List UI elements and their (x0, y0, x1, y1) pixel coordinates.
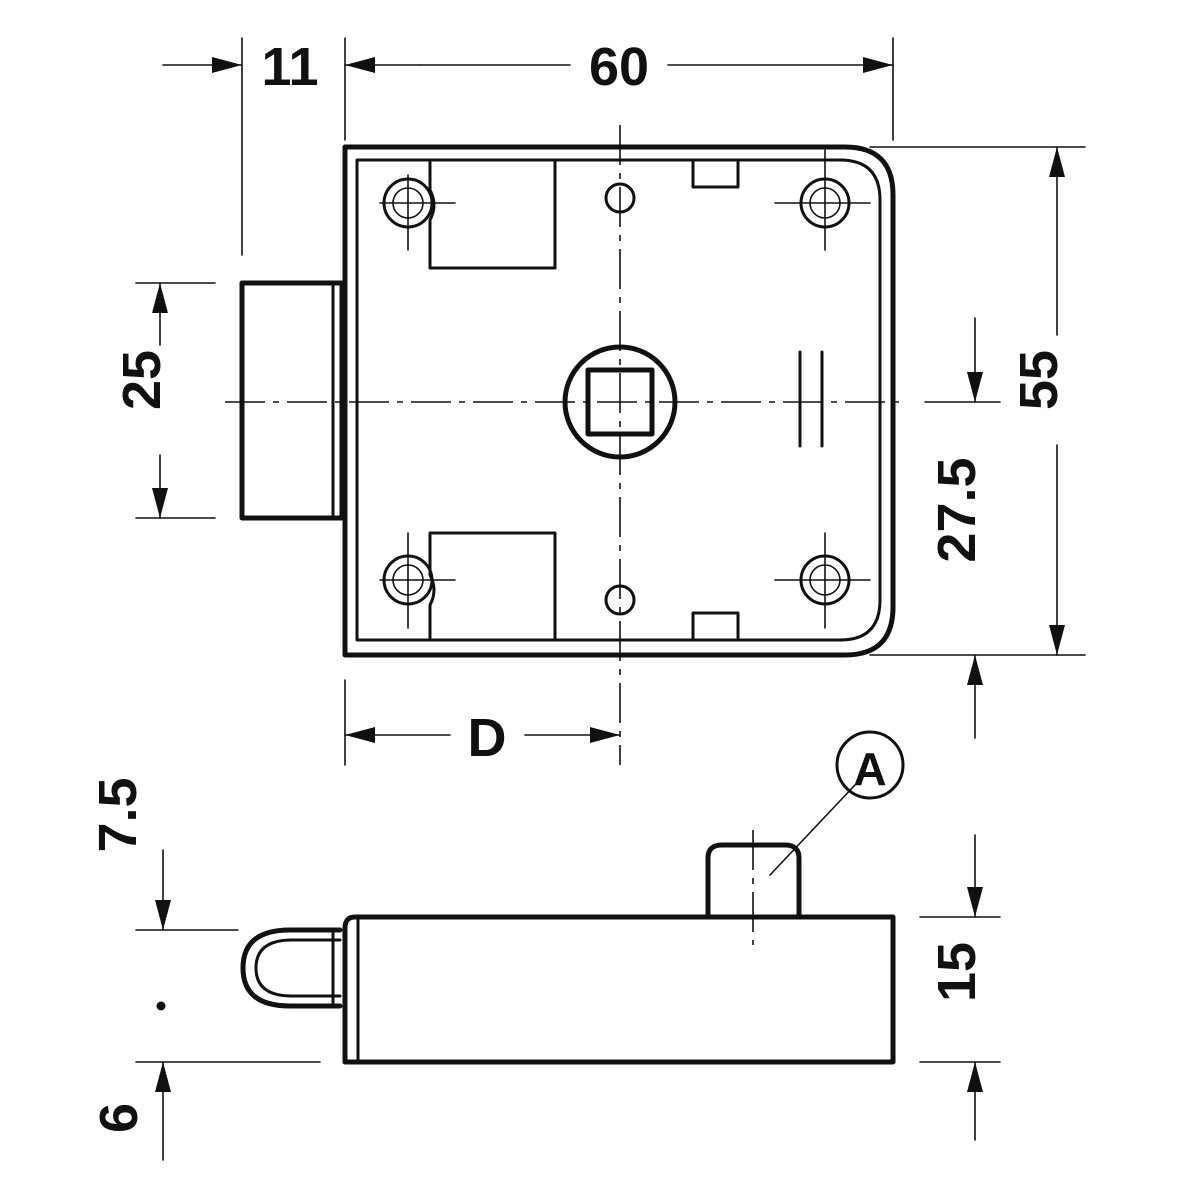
callout-label-A: A (853, 743, 886, 795)
bolt (239, 280, 345, 521)
lock-body-inner-outline (355, 158, 882, 642)
dimension-D: D (468, 708, 507, 768)
dimension-60: 60 (589, 37, 649, 97)
front-dimensions: 11 60 25 55 27.5 D (112, 37, 1086, 768)
front-view (225, 125, 900, 765)
lock-body-outline (342, 144, 896, 658)
dimension-27-5: 27.5 (927, 457, 987, 562)
dimension-11: 11 (261, 37, 318, 97)
upper-slot (428, 158, 557, 270)
dimension-55: 55 (1009, 350, 1069, 410)
dimension-15: 15 (927, 942, 987, 1002)
mounting-hole-top-left (379, 174, 456, 251)
dimension-7-5: 7.5 (88, 777, 148, 852)
callout-circle (835, 730, 905, 800)
callout-leader (769, 784, 856, 876)
bolt-loop-inner (254, 938, 342, 998)
mounting-hole-top-right (774, 149, 871, 251)
side-dimensions: 7.5 6 15 (88, 777, 1001, 1161)
dimension-6: 6 (89, 1103, 149, 1133)
bottom-tab (691, 611, 740, 642)
dimension-25: 25 (112, 350, 172, 410)
lower-slot (428, 531, 557, 642)
bolt-loop (240, 927, 343, 1009)
mounting-hole-bottom-right (774, 532, 871, 629)
mounting-hole-bottom-left (379, 532, 456, 629)
side-view: A (156, 730, 905, 1065)
top-tab (691, 158, 740, 189)
reference-point (156, 1001, 166, 1011)
case-body (342, 914, 896, 1065)
